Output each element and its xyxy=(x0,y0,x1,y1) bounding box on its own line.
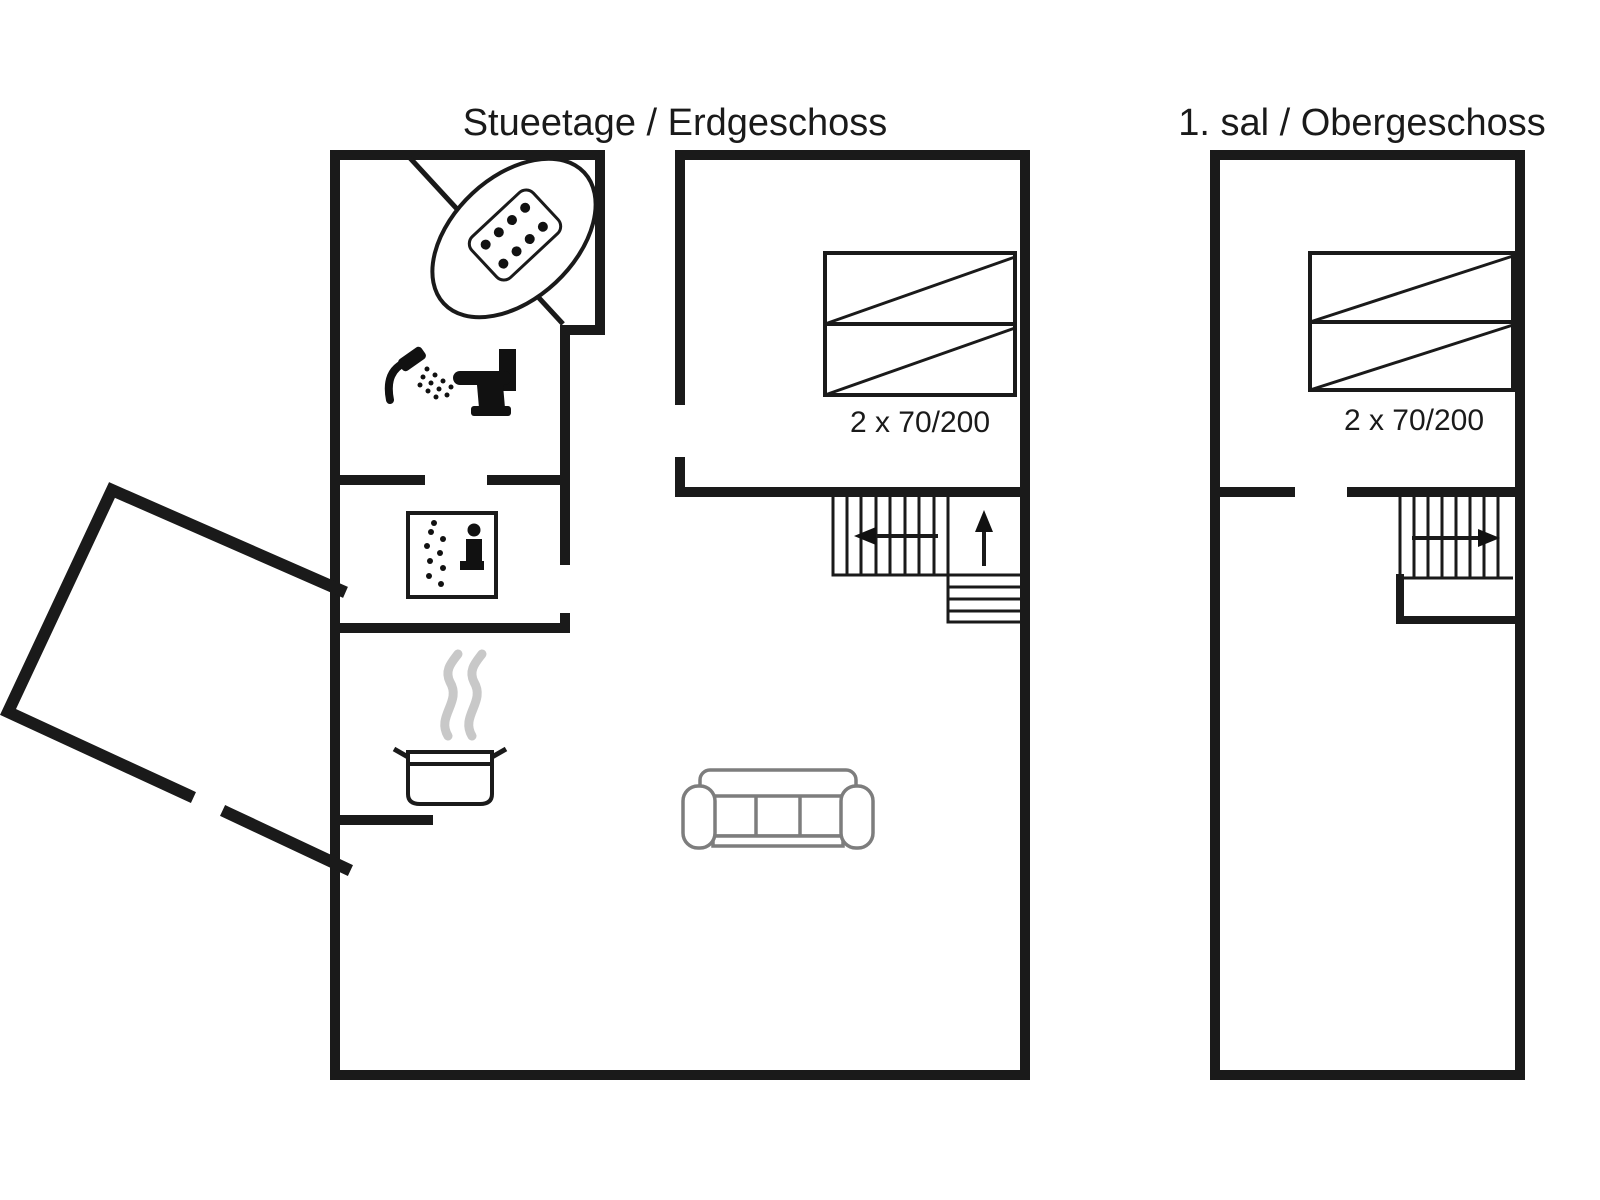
staircase-icon xyxy=(1398,497,1513,580)
stairwell-edge-wall xyxy=(1396,574,1517,624)
bed-size-label: 2 x 70/200 xyxy=(850,406,990,439)
corner-bathtub-icon xyxy=(408,156,598,326)
upper-floor-walls xyxy=(1210,150,1525,1080)
bed-size-label: 2 x 70/200 xyxy=(1344,404,1484,437)
ground-floor-plan: Stueetage / Erdgeschoss xyxy=(0,102,1030,1080)
upper-floor-plan: 1. sal / Obergeschoss 2 x 70/200 xyxy=(1178,102,1546,1080)
steam-icon xyxy=(440,649,487,741)
shower-icon xyxy=(384,346,454,404)
ground-floor-walls xyxy=(330,150,1030,1080)
sofa-icon xyxy=(681,768,875,850)
double-bed-icon: 2 x 70/200 xyxy=(823,251,1017,439)
upper-floor-title: 1. sal / Obergeschoss xyxy=(1178,102,1546,144)
toilet-icon xyxy=(453,349,516,416)
ground-floor-title: Stueetage / Erdgeschoss xyxy=(463,102,888,144)
staircase-icon xyxy=(831,497,1020,624)
entrance-porch-walls xyxy=(0,482,353,876)
washing-machine-icon xyxy=(406,511,498,599)
double-bed-icon: 2 x 70/200 xyxy=(1308,251,1515,437)
cooking-pot-icon xyxy=(392,746,508,806)
